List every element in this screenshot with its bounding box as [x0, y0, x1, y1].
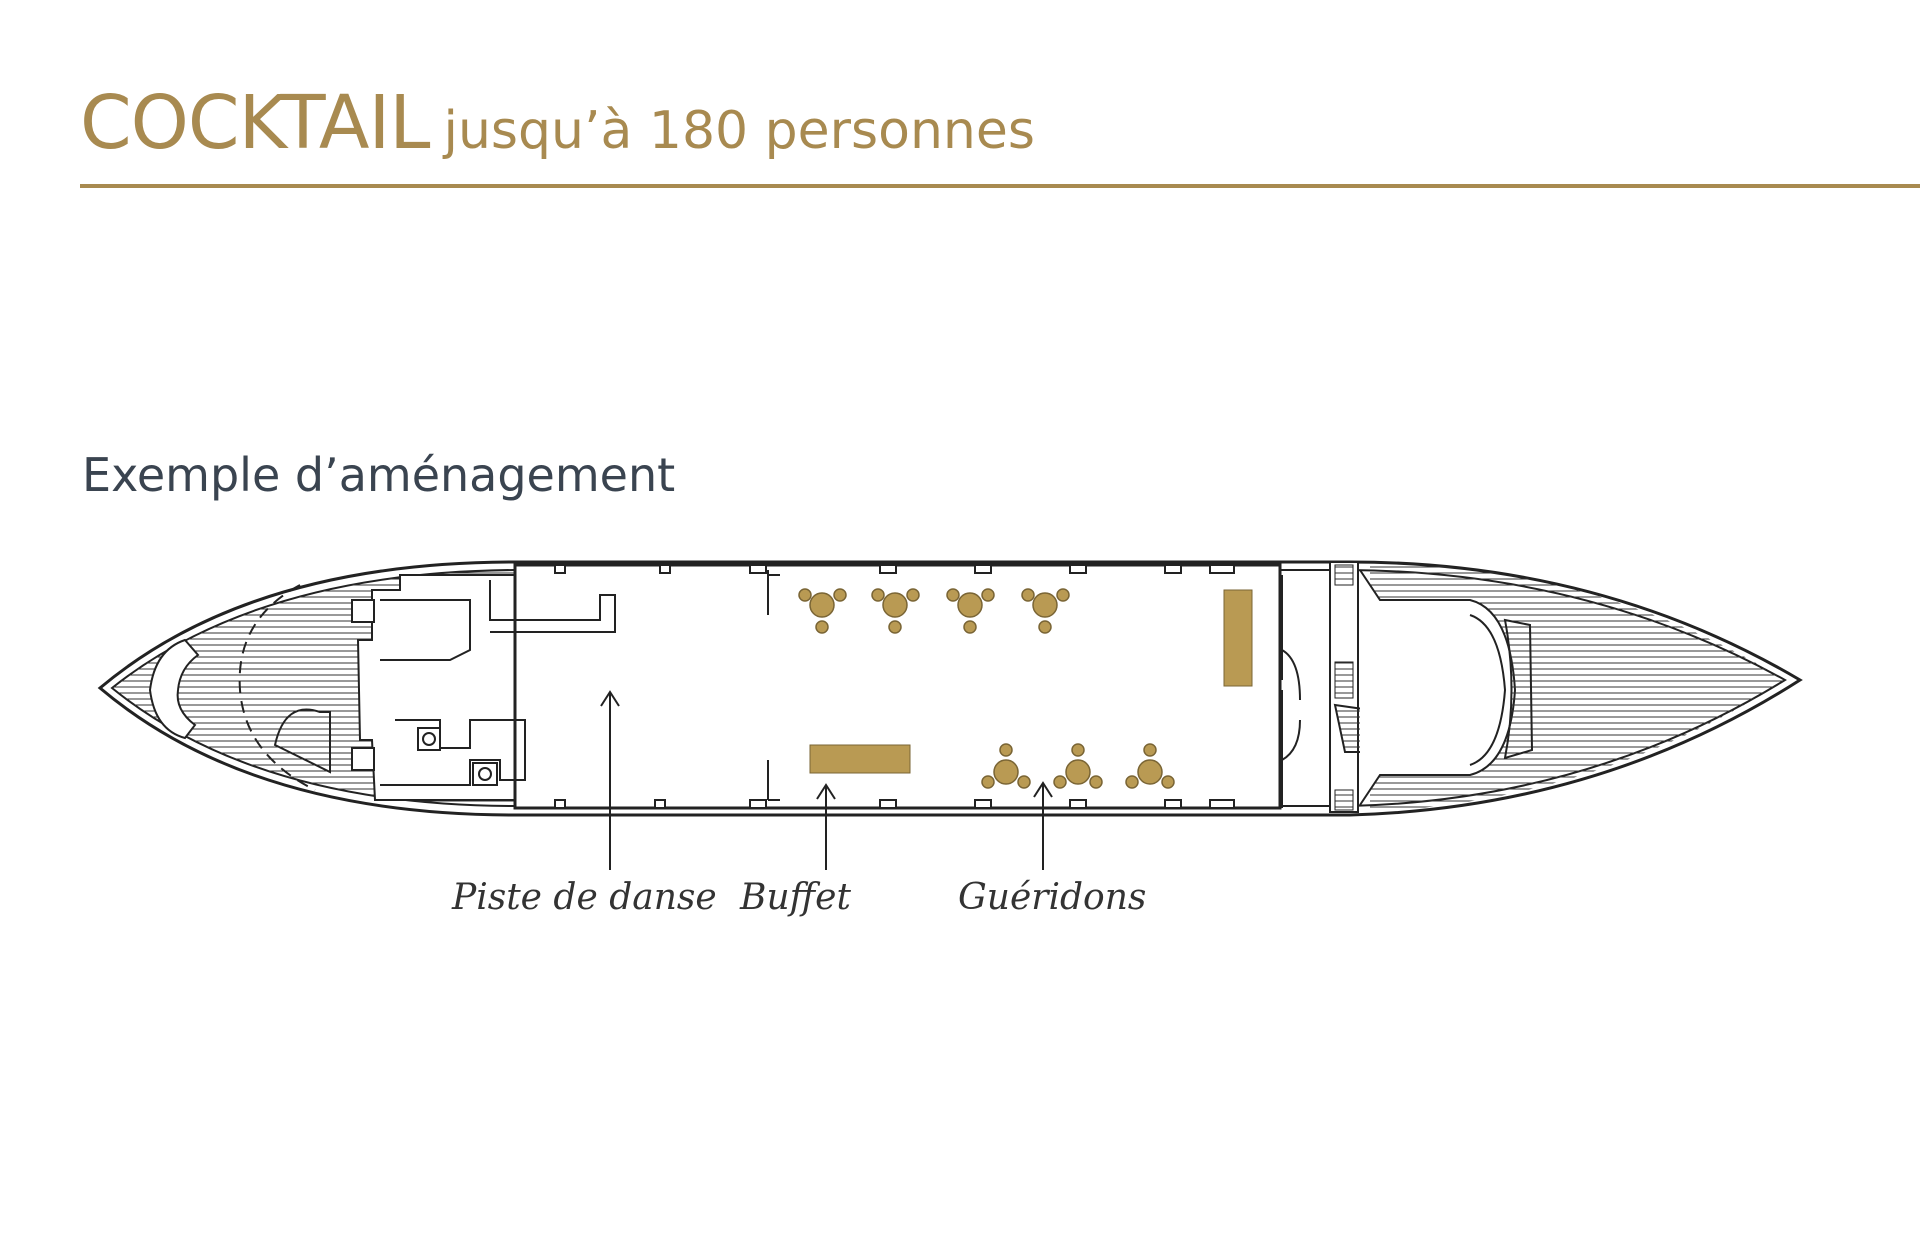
gueridon-table [946, 588, 995, 634]
arrow-tables [1033, 781, 1053, 870]
gueridon-table [1125, 743, 1175, 789]
arrow-dance-floor [600, 690, 620, 870]
section-subtitle: Exemple d’aménagement [82, 448, 676, 502]
gueridon-table [798, 588, 847, 634]
hull-outline [97, 560, 1803, 817]
title-rule [80, 184, 1920, 188]
gueridon-table [1053, 743, 1103, 789]
stern-dashed-arc [238, 584, 316, 791]
gueridon-table [871, 588, 920, 634]
gueridon-table [1021, 588, 1070, 634]
label-tables: Guéridons [958, 877, 1147, 918]
page-title: COCKTAIL [80, 80, 430, 166]
label-dance-floor: Piste de danse [452, 877, 717, 918]
capacity-text: jusqu’à 180 personnes [443, 101, 1035, 161]
gueridon-table [981, 743, 1031, 789]
arrow-buffet [816, 783, 836, 870]
stern-sofa [148, 638, 200, 740]
stern-stair [273, 708, 331, 774]
buffet-table [809, 744, 911, 774]
label-buffet: Buffet [740, 877, 851, 918]
buffet-table-2 [1223, 589, 1253, 687]
bow-bench [1503, 618, 1534, 760]
